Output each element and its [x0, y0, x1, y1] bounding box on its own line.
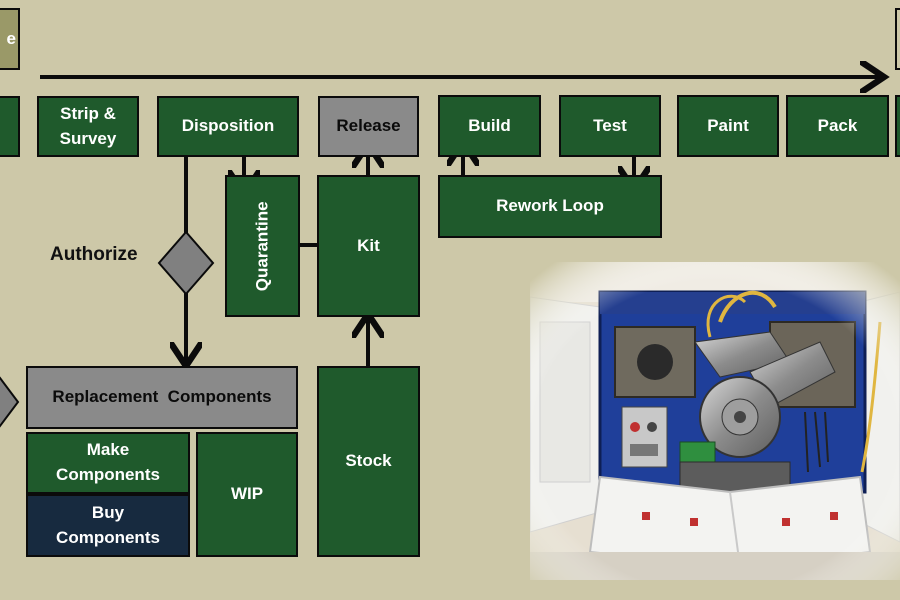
authorize-diamond [157, 230, 215, 296]
step-release: Release [318, 96, 419, 157]
step-release-label: Release [336, 116, 401, 136]
make-components-label: Make Components [56, 440, 160, 484]
step-disposition-label: Disposition [181, 116, 275, 136]
authorize-label: Authorize [50, 244, 138, 265]
step-disposition: Disposition [157, 96, 299, 157]
buy-components-label: Buy Components [56, 502, 160, 547]
step-pack: Pack [786, 95, 889, 157]
buy-components-box: Buy Components [26, 494, 190, 557]
kit-label: Kit [357, 235, 380, 255]
kit-box: Kit [317, 175, 420, 317]
stock-label: Stock [345, 451, 392, 471]
step-pack-label: Pack [817, 115, 858, 135]
step-paint: Paint [677, 95, 779, 157]
quarantine-label: Quarantine [252, 201, 272, 291]
right-partial-step-box [895, 95, 900, 157]
step-build: Build [438, 95, 541, 157]
wip-label: WIP [230, 484, 264, 504]
step-strip-survey: Strip & Survey [37, 96, 139, 157]
replacement-components-label: Replacement Components [52, 387, 272, 407]
stock-box: Stock [317, 366, 420, 557]
left-partial-diamond [0, 376, 20, 428]
replacement-components-box: Replacement Components [26, 366, 298, 429]
test-stand-machine-image [530, 262, 900, 580]
machine-photo [530, 262, 900, 580]
top-left-partial-box: e [0, 8, 20, 70]
left-partial-step-box [0, 96, 20, 157]
step-build-label: Build [468, 115, 511, 135]
top-left-partial-label: e [6, 28, 16, 48]
quarantine-box: Quarantine [225, 175, 300, 317]
top-right-partial-box [895, 8, 900, 70]
step-test: Test [559, 95, 661, 157]
wip-box: WIP [196, 432, 298, 557]
rework-loop-box: Rework Loop [438, 175, 662, 238]
make-components-box: Make Components [26, 432, 190, 494]
step-strip-survey-label: Strip & Survey [59, 103, 117, 148]
step-paint-label: Paint [707, 115, 749, 135]
rework-loop-label: Rework Loop [496, 196, 604, 216]
step-test-label: Test [593, 115, 627, 135]
